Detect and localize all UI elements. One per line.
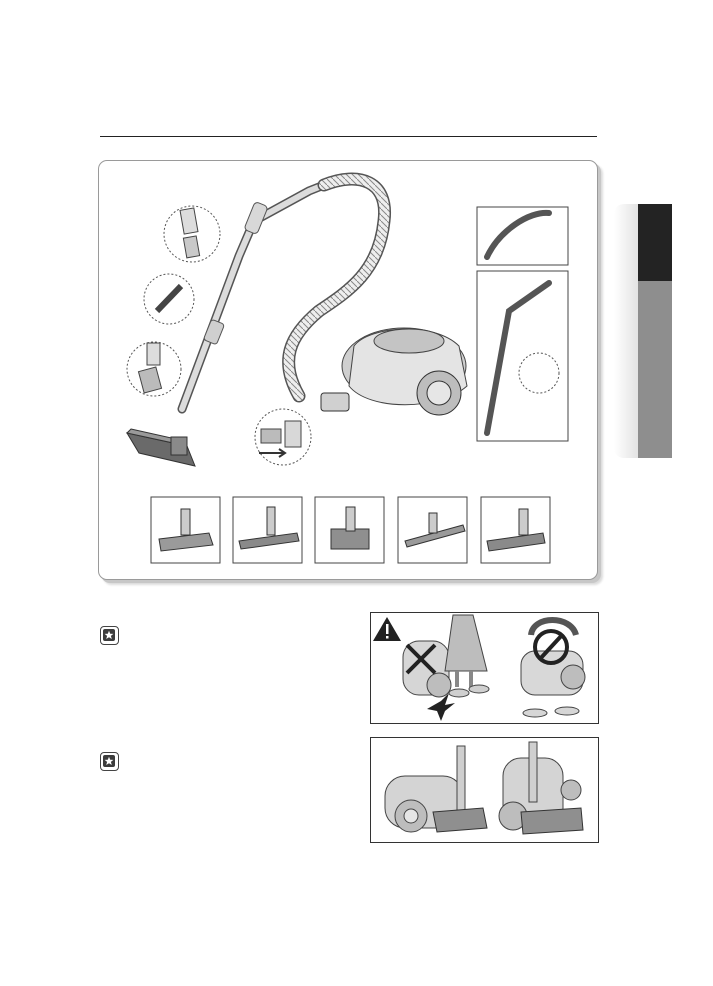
floor-brush-graphic [127,429,195,466]
star-note-icon [100,752,119,771]
vacuum-body-graphic [321,328,467,415]
accessory-row [151,497,550,563]
parking-storage-illustration [371,738,598,842]
warning-do-not-step-illustration [371,613,598,723]
chapter-side-tab [614,204,672,458]
vacuum-assembly-illustration [99,161,597,579]
storage-illustration-box [370,737,599,843]
side-tab-active [638,204,672,281]
header-rule [100,136,597,137]
side-tab-inactive [638,281,672,458]
assembly-panel [98,160,598,580]
warning-illustration-box [370,612,599,724]
star-note-icon [100,626,119,645]
